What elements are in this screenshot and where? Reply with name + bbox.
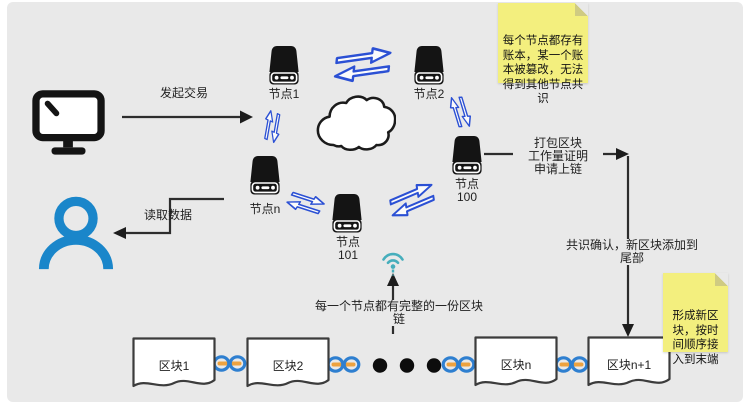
fullcopy-arrowhead xyxy=(387,273,399,286)
computer-monitor-icon xyxy=(32,90,105,155)
node-1-icon xyxy=(268,45,300,87)
initiate-arrowhead xyxy=(240,110,253,124)
block-2: 区块2 xyxy=(246,337,330,393)
person-icon xyxy=(38,196,114,270)
block-label: 区块n xyxy=(500,358,532,372)
ellipsis-dots xyxy=(372,358,442,373)
cloud-shape xyxy=(316,95,396,152)
pack-block-label: 打包区块 工作量证明 申请上链 xyxy=(513,137,603,176)
consensus-label: 共识确认，新区块添加到尾部 xyxy=(559,239,705,265)
note-fold-corner xyxy=(575,3,588,16)
block-label: 区块1 xyxy=(158,359,190,373)
chain-link-icon xyxy=(212,354,247,373)
tamper-note: 每个节点都存有 账本，某一个账 本被篡改，无法 得到其他节点共 识 xyxy=(498,3,588,105)
node-n-icon xyxy=(249,155,281,197)
node-101-label: 节点 101 xyxy=(335,235,360,262)
new-block-note: 形成新区 块，按时 间顺序接 入到末端 xyxy=(663,273,728,366)
block-label: 区块2 xyxy=(272,359,304,373)
pack-arrowhead xyxy=(616,148,629,160)
block-label: 区块n+1 xyxy=(606,358,652,372)
block-n-plus-1: 区块n+1 xyxy=(587,336,671,392)
node-n-label: 节点n xyxy=(249,202,281,216)
note-fold-corner xyxy=(715,273,728,286)
read-arrowhead xyxy=(113,227,126,239)
node-100-icon xyxy=(451,135,483,177)
chain-link-icon xyxy=(326,355,361,374)
node-1-label: 节点1 xyxy=(268,87,300,101)
node-2-icon xyxy=(413,45,445,87)
initiate-transaction-label: 发起交易 xyxy=(159,86,208,100)
tamper-note-text: 每个节点都存有 账本，某一个账 本被篡改，无法 得到其他节点共 识 xyxy=(502,35,584,105)
read-data-line xyxy=(125,197,224,235)
block-n: 区块n xyxy=(474,336,558,392)
chain-link-icon xyxy=(554,355,589,374)
chain-link-icon xyxy=(441,355,476,374)
new-block-note-text: 形成新区 块，按时 间顺序接 入到末端 xyxy=(672,310,719,366)
node-100-label: 节点 100 xyxy=(454,177,479,204)
consensus-arrowhead xyxy=(622,324,634,337)
full-copy-label: 每一个节点都有完整的一份区块链 xyxy=(312,300,486,326)
wifi-signal-icon xyxy=(382,252,404,276)
node-2-label: 节点2 xyxy=(413,87,445,101)
block-1: 区块1 xyxy=(132,337,216,393)
node-101-icon xyxy=(331,193,363,235)
read-data-label: 读取数据 xyxy=(143,208,192,222)
